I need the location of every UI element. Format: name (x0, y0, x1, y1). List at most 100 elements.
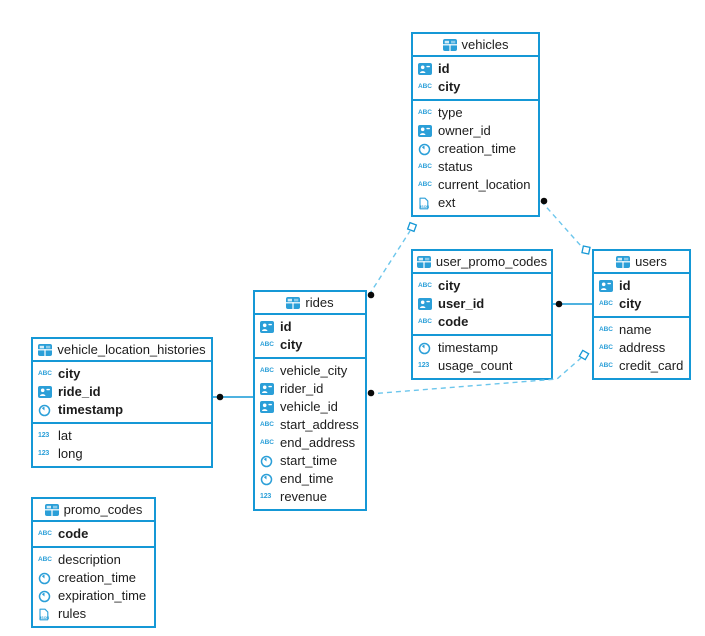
column-name: end_time (280, 471, 334, 486)
column-row[interactable]: timestamp (413, 339, 551, 357)
column-row[interactable]: JSON rules (33, 605, 154, 623)
column-name: id (438, 61, 450, 76)
text-abc-icon: ABC (260, 439, 274, 446)
column-row[interactable]: rider_id (255, 380, 365, 398)
column-row[interactable]: owner_id (413, 122, 538, 140)
text-abc-icon: ABC (418, 282, 432, 289)
table-name: promo_codes (63, 502, 143, 517)
text-abc-icon: ABC (38, 530, 52, 537)
table-name: user_promo_codes (435, 254, 548, 269)
many-end-dot (367, 291, 375, 299)
column-name: status (438, 159, 473, 174)
column-row[interactable]: vehicle_id (255, 398, 365, 416)
column-row[interactable]: id (413, 60, 538, 78)
clock-icon (418, 342, 434, 355)
column-name: credit_card (619, 358, 684, 373)
column-row[interactable]: id (594, 277, 689, 295)
json-document-icon: JSON (418, 197, 434, 210)
column-row[interactable]: ABC credit_card (594, 357, 689, 375)
table-header[interactable]: promo_codes (33, 499, 154, 522)
column-name: current_location (438, 177, 531, 192)
table-header[interactable]: user_promo_codes (413, 251, 551, 274)
column-row[interactable]: ride_id (33, 383, 211, 401)
column-row[interactable]: expiration_time (33, 587, 154, 605)
column-name: city (280, 337, 303, 352)
column-name: user_id (438, 296, 485, 311)
column-name: vehicle_id (280, 399, 338, 414)
column-name: long (58, 446, 83, 461)
table-name: vehicle_location_histories (57, 342, 206, 357)
column-row[interactable]: creation_time (33, 569, 154, 587)
relation-user_promo_codes-to-users[interactable] (553, 300, 592, 308)
one-end-diamond (406, 221, 418, 233)
column-name: city (438, 79, 461, 94)
column-name: owner_id (438, 123, 491, 138)
table-icon (442, 38, 457, 51)
relation-vehicle_location_histories-to-rides[interactable] (213, 393, 253, 401)
column-name: id (280, 319, 292, 334)
column-row[interactable]: user_id (413, 295, 551, 313)
column-row[interactable]: end_time (255, 470, 365, 488)
table-header[interactable]: users (594, 251, 689, 274)
table-header[interactable]: rides (255, 292, 365, 315)
table-icon (416, 255, 431, 268)
table-header[interactable]: vehicle_location_histories (33, 339, 211, 362)
text-abc-icon: ABC (599, 362, 613, 369)
text-abc-icon: ABC (418, 318, 432, 325)
number-123-icon: 123 (418, 362, 430, 369)
table-name: rides (305, 295, 334, 310)
text-abc-icon: ABC (260, 421, 274, 428)
column-name: lat (58, 428, 72, 443)
table-header[interactable]: vehicles (413, 34, 538, 57)
relation-rides-to-vehicles[interactable] (367, 221, 418, 299)
table-icon (38, 343, 53, 356)
column-name: timestamp (58, 402, 124, 417)
number-123-icon: 123 (38, 432, 50, 439)
column-row[interactable]: start_time (255, 452, 365, 470)
column-row[interactable]: creation_time (413, 140, 538, 158)
column-row[interactable]: timestamp (33, 401, 211, 419)
svg-text:JSON: JSON (39, 616, 49, 620)
column-row[interactable]: 123 lat (33, 427, 211, 445)
column-row[interactable]: ABC start_address (255, 416, 365, 434)
uuid-id-card-icon (38, 386, 54, 398)
column-name: start_time (280, 453, 338, 468)
column-name: start_address (280, 417, 359, 432)
column-row[interactable]: id (255, 318, 365, 336)
column-name: id (619, 278, 631, 293)
column-name: rules (58, 606, 87, 621)
relation-vehicles-to-users[interactable] (540, 197, 591, 255)
